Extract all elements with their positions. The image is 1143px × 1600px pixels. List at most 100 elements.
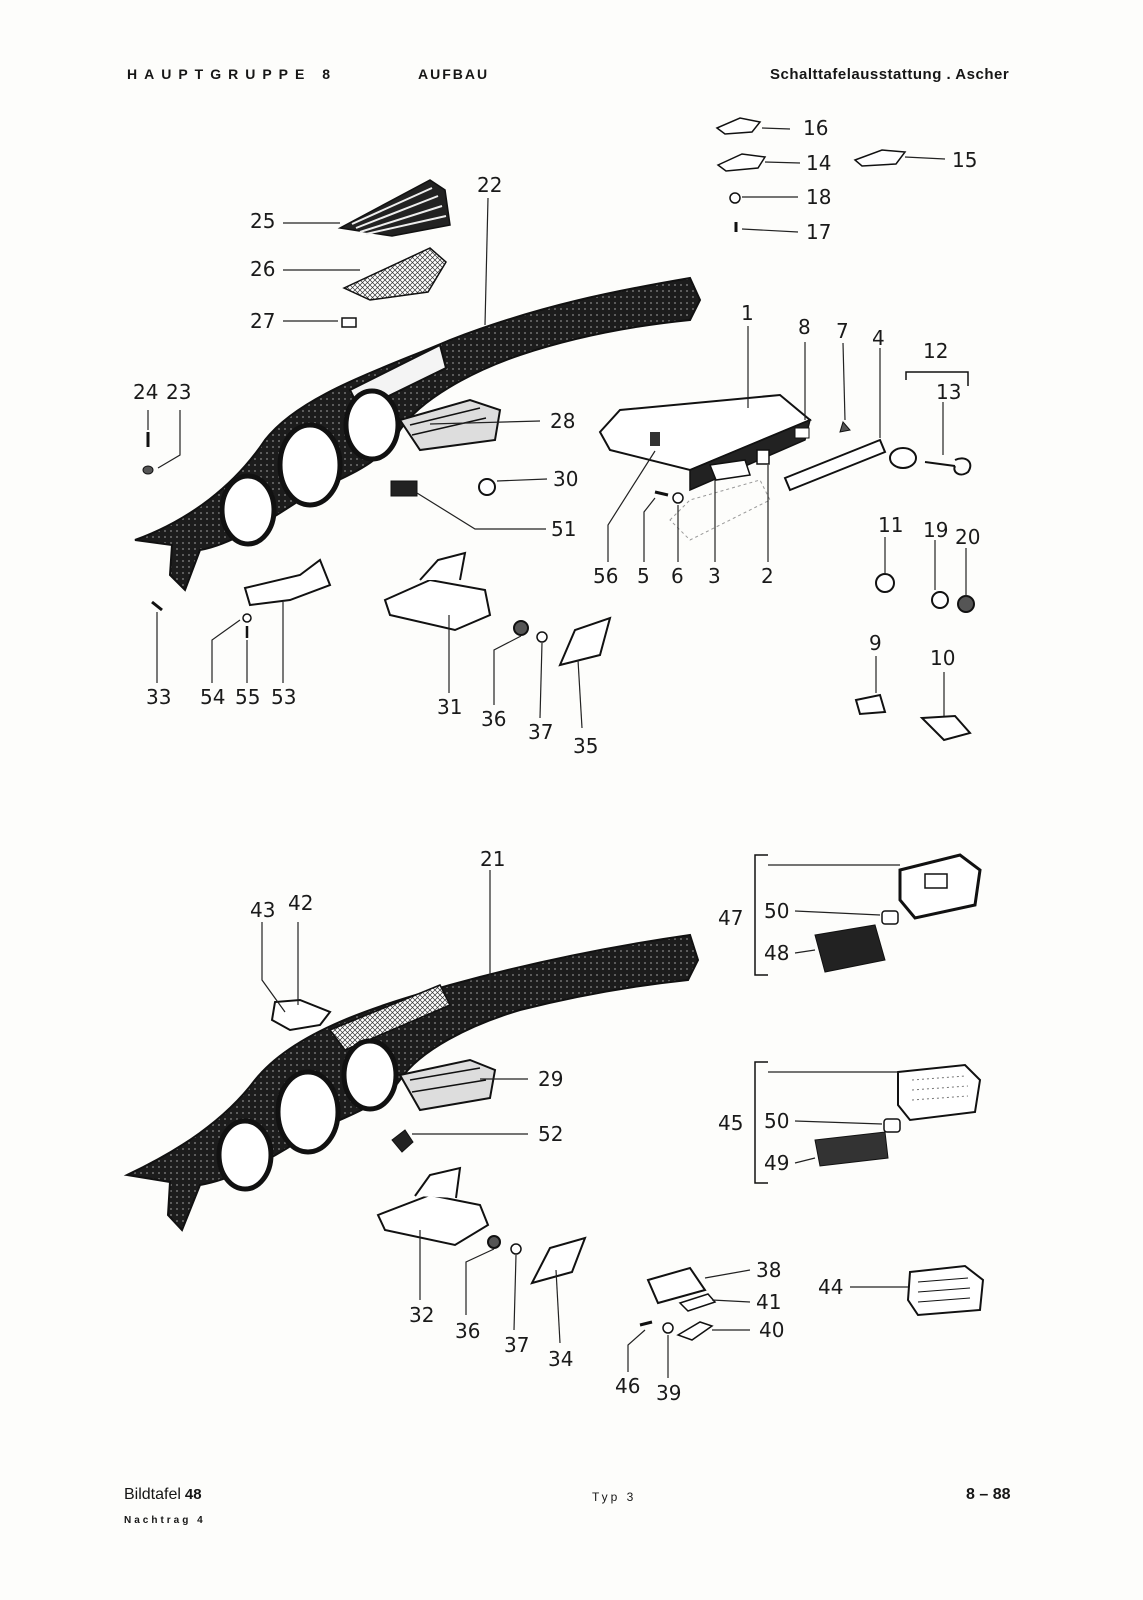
part-12-bracket <box>905 371 969 386</box>
callout-53: 53 <box>271 685 296 709</box>
part-7-clip <box>839 420 851 433</box>
callout-50: 50 <box>764 899 789 923</box>
callout-19: 19 <box>923 518 948 542</box>
part-49-insert <box>814 1131 889 1167</box>
part-8-stop <box>794 427 810 439</box>
main-group-heading: HAUPTGRUPPE 8 <box>127 66 338 82</box>
lower-gauge-cluster <box>216 1038 399 1192</box>
gauge-center <box>277 422 343 508</box>
part-11-lamp-socket <box>875 573 895 593</box>
part-13-key <box>924 457 972 476</box>
callout-labels-upper: 16 14 15 18 17 22 25 26 27 24 23 28 30 5… <box>133 116 980 758</box>
callout-34: 34 <box>548 1347 573 1371</box>
callout-17: 17 <box>806 220 831 244</box>
part-23-nut <box>142 465 154 475</box>
part-44-screw <box>639 1320 653 1327</box>
callout-3: 3 <box>708 564 721 588</box>
callout-48: 48 <box>764 941 789 965</box>
callout-47: 47 <box>718 906 743 930</box>
part-48-insert <box>814 924 886 973</box>
part-43-washer <box>662 1322 674 1334</box>
part-18-washer <box>729 192 741 204</box>
callout-10: 10 <box>930 646 955 670</box>
callout-labels-lower: 21 43 42 29 52 32 36 37 34 38 41 40 46 3… <box>250 847 843 1405</box>
part-50-clip-lower <box>883 1118 901 1133</box>
callout-5: 5 <box>637 564 650 588</box>
gauge-left <box>219 473 277 547</box>
callout-37: 37 <box>528 720 553 744</box>
part-38-plate <box>646 1266 707 1305</box>
callout-11: 11 <box>878 513 903 537</box>
callout-45: 44 <box>818 1275 843 1299</box>
callout-49: 49 <box>764 1151 789 1175</box>
callout-40: 43 <box>250 898 275 922</box>
gauge-right-lower <box>341 1038 399 1112</box>
callout-1: 1 <box>741 301 754 325</box>
part-45-ashtray <box>906 1264 985 1317</box>
callout-18: 18 <box>806 185 831 209</box>
gauge-center-lower <box>275 1069 341 1155</box>
part-28-clip <box>341 317 357 328</box>
callout-36: 36 <box>481 707 506 731</box>
callout-15: 15 <box>952 148 977 172</box>
callout-28: 27 <box>250 309 275 333</box>
callout-46: 45 <box>718 1111 743 1135</box>
callout-29: 29 <box>538 1067 563 1091</box>
part-16-plate <box>715 117 762 135</box>
callout-22: 22 <box>477 173 502 197</box>
part-37-washer-lower <box>510 1243 522 1255</box>
callout-12: 12 <box>923 339 948 363</box>
part-36-grommet <box>513 620 529 636</box>
ashtray-assemblies <box>639 853 985 1341</box>
part-20-lens <box>957 595 975 613</box>
part-12-lock-cylinder <box>889 447 917 469</box>
glove-box-shadow <box>669 479 771 541</box>
callout-39: 42 <box>288 891 313 915</box>
bracket-47 <box>754 854 768 976</box>
leader-lines <box>147 127 967 1378</box>
part-15-plate <box>853 149 907 167</box>
callout-21: 21 <box>480 847 505 871</box>
callout-42: 41 <box>756 1290 781 1314</box>
callout-37-lower: 37 <box>504 1333 529 1357</box>
dashboard-lower-mesh-panel <box>328 984 452 1051</box>
gauge-left-lower <box>216 1118 274 1192</box>
part-27-mesh-insert <box>342 247 447 301</box>
callout-16: 16 <box>803 116 828 140</box>
callout-41: 40 <box>759 1318 784 1342</box>
part-14-plate <box>716 153 767 172</box>
callout-6: 6 <box>671 564 684 588</box>
supplement-label: Nachtrag 4 <box>124 1515 206 1526</box>
part-42-pad <box>678 1293 717 1312</box>
part-41-pad <box>676 1321 714 1341</box>
callout-8: 8 <box>798 315 811 339</box>
part-35-cover-plate <box>558 616 612 667</box>
lower-dashboard-drawing <box>123 933 700 1285</box>
callout-50-lower: 50 <box>764 1109 789 1133</box>
part-34-cover-plate <box>530 1236 587 1285</box>
callout-54: 54 <box>200 685 225 709</box>
part-52-knob <box>391 1129 414 1153</box>
gauge-right <box>343 388 401 462</box>
callout-44: 46 <box>615 1374 640 1398</box>
callout-52: 52 <box>538 1122 563 1146</box>
callout-9: 9 <box>869 631 882 655</box>
callout-35: 35 <box>573 734 598 758</box>
callout-56: 56 <box>593 564 618 588</box>
lamp-parts <box>854 573 975 742</box>
page-number: 8 – 88 <box>966 1486 1010 1504</box>
part-25-screw <box>151 600 163 612</box>
part-4-lid <box>783 438 887 492</box>
callout-30: 28 <box>550 409 575 433</box>
callout-23: 23 <box>166 380 191 404</box>
callout-33: 31 <box>437 695 462 719</box>
callout-7: 7 <box>836 319 849 343</box>
part-6-washer <box>672 492 684 504</box>
page-number-text: 8 – 88 <box>966 1486 1011 1503</box>
callout-32: 32 <box>409 1303 434 1327</box>
callout-20: 20 <box>955 525 980 549</box>
callout-2: 2 <box>761 564 774 588</box>
part-9-lamp <box>854 693 887 716</box>
callout-27: 26 <box>250 257 275 281</box>
